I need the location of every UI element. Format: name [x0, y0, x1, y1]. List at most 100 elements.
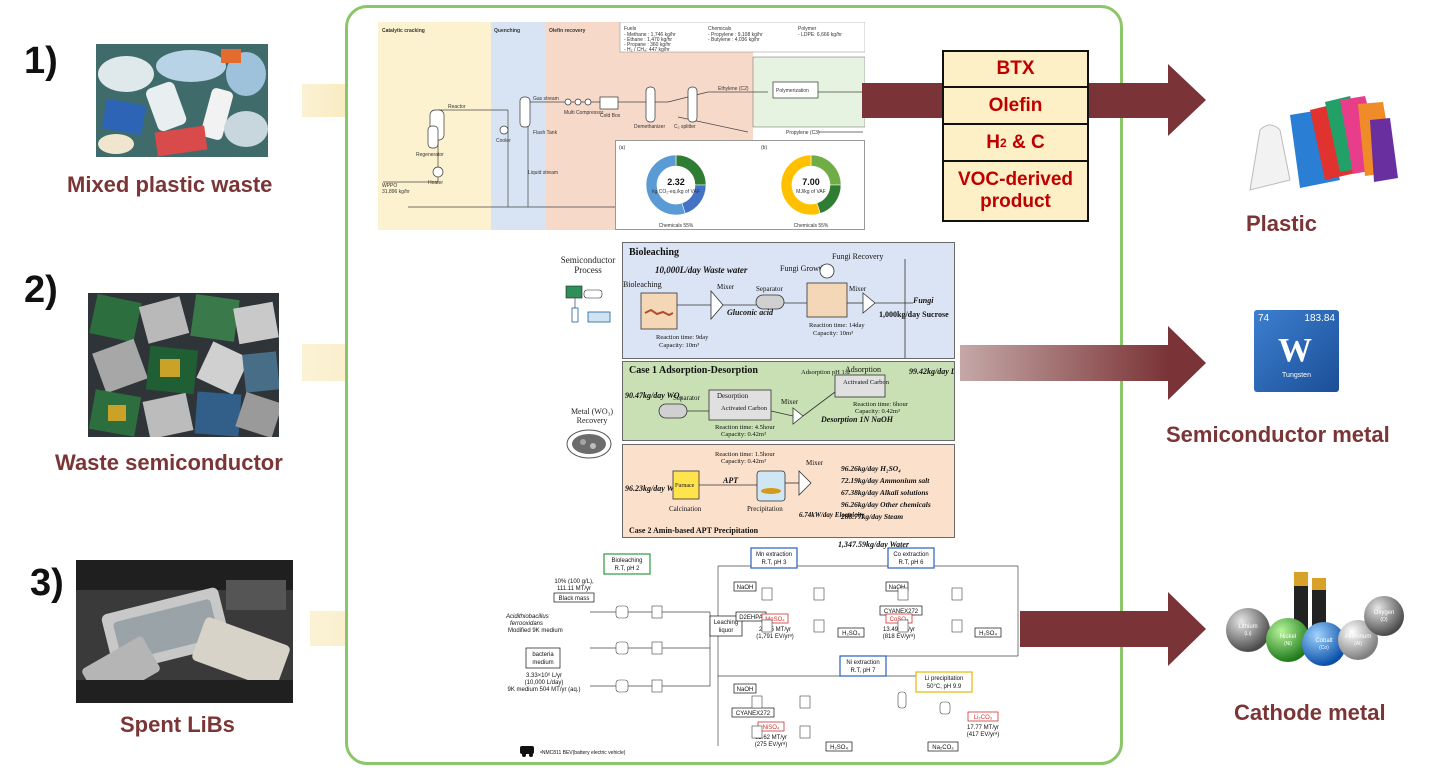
reagent-label: CYANEX272: [884, 609, 919, 615]
reaction-time: Reaction time: 14day: [809, 322, 865, 329]
reagent-label: CYANEX272: [736, 711, 771, 717]
reagent-box: [837, 627, 865, 638]
activated-carbon: Activated Carbon: [721, 405, 768, 412]
mixer-label: Mixer: [806, 459, 824, 467]
feed-text: 111.11 MT/yr: [557, 586, 591, 592]
product-olefin: Olefin: [942, 86, 1089, 125]
waste-water-label: 10,000L/day Waste water: [655, 265, 748, 275]
case2-input: 96.26kg/day H₂SO₄: [841, 464, 901, 473]
caption-waste-semiconductor: Waste semiconductor: [55, 450, 283, 475]
tungsten-element-tile: 74 183.84 W Tungsten: [1254, 310, 1339, 392]
product-flow: (417 EV/yrᵃ): [967, 732, 1000, 738]
chemicals-title: Chemicals: [708, 26, 732, 32]
capacity: Capacity: 0.42m³: [721, 458, 766, 465]
polymer-title: Polymer: [798, 26, 817, 32]
reagent-label: H₂SO₄: [830, 745, 848, 751]
h2-h: H: [986, 131, 1001, 153]
product-box: [761, 613, 789, 624]
fungi-recovery-label: Fungi Recovery: [832, 252, 883, 261]
arrow-head-1: [1168, 64, 1206, 136]
row-number-1: 1): [24, 40, 58, 82]
unit-label: Liquid stream: [528, 170, 558, 176]
unit-label: Polymerization: [776, 88, 809, 94]
reagent-label: Na₂CO₃: [932, 745, 954, 751]
unit-label: Regenerator: [416, 152, 444, 158]
output-arrow-3: [1020, 611, 1169, 647]
unit-label: Propylene (C3): [786, 130, 820, 136]
bioleaching-box: Bioleaching: [611, 558, 642, 564]
footnote: ᵃNMC811 BEV(battery electric vehicle): [540, 750, 626, 756]
plastic-bags-icon: [1240, 90, 1400, 194]
case2-input: 288.77kg/day Steam: [840, 512, 903, 521]
plastic-process-panel: Catalytic cracking Quenching Olefin reco…: [378, 21, 866, 230]
case1-title: Case 1 Adsorption-Desorption: [629, 365, 758, 376]
metal-recovery-label: Metal (WO₃) Recovery: [570, 407, 614, 425]
case2-input: 96.26kg/day Other chemicals: [841, 500, 931, 509]
unit-label: Demethanizer: [634, 124, 665, 130]
product-name: Li₂CO₃: [974, 715, 993, 721]
tungsten-name: Tungsten: [1282, 372, 1311, 379]
chemical-item: - Propylene : 9,108 kg/hr: [708, 32, 763, 38]
donut-b-tag: (b): [761, 145, 767, 151]
unit-label: Reactor: [448, 104, 466, 110]
unit-label: Ethylene (C2): [718, 86, 749, 92]
section-label: Quenching: [494, 28, 520, 34]
donut-a: [645, 154, 707, 216]
capacity: Capacity: 0.42m³: [855, 408, 900, 415]
case2-input: 67.38kg/day Alkali solutions: [841, 488, 929, 497]
donut-b: [780, 154, 842, 216]
tungsten-mass: 183.84: [1304, 313, 1335, 324]
product-flow: 23.55 MT/yr: [759, 627, 791, 633]
separator-label: Separator: [756, 285, 783, 293]
reaction-time: Reaction time: 9day: [656, 334, 709, 341]
sphere-label: Nickel: [1280, 634, 1296, 640]
bacteria-text: ferrooxidans: [510, 621, 543, 627]
donut-panel: (a) (b) 2.32 kg CO₂-eq./kg of VAF 7.00 M…: [615, 140, 865, 230]
case2-panel: Reaction time: 1.5hour Capacity: 0.42m³ …: [622, 444, 955, 538]
medium-flow: (10,000 L/day): [525, 680, 564, 686]
fungi-label: Fungi: [912, 296, 934, 305]
waste-semiconductor-photo: [88, 293, 279, 437]
co-box: R.T, pH 6: [898, 560, 924, 566]
product-flow: (1,791 EV/yrᵃ): [756, 634, 794, 640]
sucrose-label: 1,000kg/day Sucrose: [879, 310, 949, 319]
product-flow: (275 EV/yrᵃ): [755, 742, 788, 748]
donut-slice: [645, 154, 686, 216]
product-btx: BTX: [942, 50, 1089, 88]
reaction-time: Reaction time: 6hour: [853, 401, 909, 408]
sphere-label: Cobalt: [1315, 638, 1333, 644]
reagent-label: H₂SO₄: [842, 631, 860, 637]
ni-box: R.T, pH 7: [850, 668, 876, 674]
leaching-liquor: liquor: [719, 628, 734, 634]
li-box: Li precipitation: [925, 676, 964, 682]
reaction-time: Reaction time: 1.5hour: [715, 451, 776, 458]
sphere-label-group: Lithium(Li)Nickel(Ni)Cobalt(Co)Aluminum(…: [1238, 610, 1394, 651]
unit-label: Cold Box: [600, 113, 621, 119]
donut-b-unit: MJ/kg of VAF: [796, 189, 826, 195]
donut-a-chem-label: Chemicals 55%: [659, 223, 694, 229]
reagent-label: NaOH: [889, 585, 906, 591]
semiconductor-process-label: Semiconductor Process: [560, 255, 616, 275]
capacity: Capacity: 10m³: [813, 330, 853, 337]
fuel-item: - Methane : 1,746 kg/hr: [624, 32, 676, 38]
donut-a-value: 2.32: [667, 177, 685, 187]
feed-flow: 31,896 kg/hr: [382, 189, 410, 195]
arrow-head-3: [1168, 592, 1206, 666]
reaction-time: Reaction time: 4.5hour: [715, 424, 776, 431]
mn-box: R.T, pH 3: [761, 560, 787, 566]
reagent-box: [825, 741, 853, 752]
spent-libs-photo: [76, 560, 293, 703]
output-arrow-1: [862, 83, 942, 118]
chemical-item: - Butylene : 4,036 kg/hr: [708, 37, 760, 43]
sphere-label: Aluminum: [1345, 634, 1372, 640]
donut-a-tag: (a): [619, 145, 625, 151]
desorption-input: Desorption 1N NaOH: [820, 415, 894, 424]
desorption-label: Desorption: [717, 392, 749, 400]
medium-flow: 9K medium 504 MT/yr (aq.): [507, 687, 580, 693]
case2-title: Case 2 Amin-based APT Precipitation: [629, 526, 759, 535]
tungsten-symbol: W: [1278, 332, 1312, 369]
reagent-label: D2EHPA: [739, 615, 763, 621]
unit-label: Multi Compressor: [564, 110, 604, 116]
reagent-list: NaOHD2EHPAH₂SO₄NaOHCYANEX272H₂SO₄NaOHCYA…: [731, 581, 1002, 752]
li-box: 50°C, pH 9.9: [927, 684, 962, 690]
